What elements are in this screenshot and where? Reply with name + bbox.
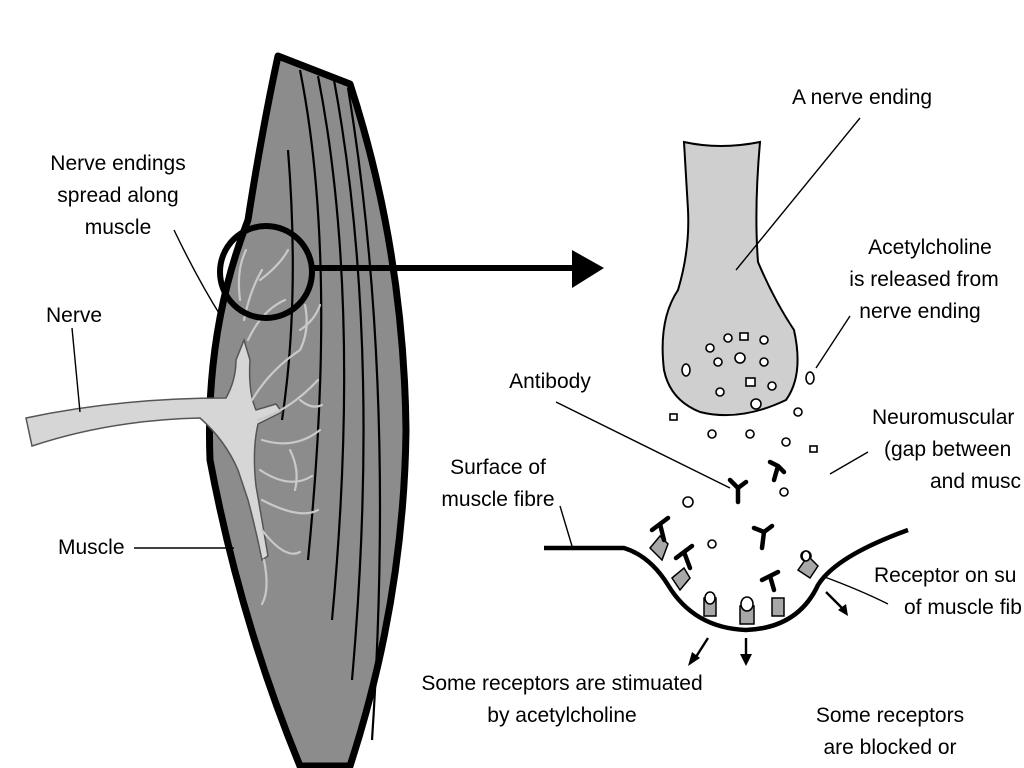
antibodies: [649, 459, 787, 593]
label-nerve-endings-3: muscle: [85, 216, 152, 239]
leader-ach: [815, 315, 851, 369]
label-nmj-1: Neuromuscular: [872, 406, 1014, 429]
label-nmj-2: (gap between: [884, 438, 1011, 461]
label-surface-1: Surface of: [450, 456, 546, 479]
zoom-arrow-head: [572, 250, 604, 288]
label-surface-2: muscle fibre: [441, 488, 554, 511]
label-a-nerve-ending: A nerve ending: [792, 86, 932, 109]
vesicles-inside: [681, 332, 777, 410]
receptors: [648, 534, 819, 625]
leader-antibody: [555, 401, 731, 489]
right-labels: A nerve ending Acetylcholine is released…: [421, 86, 1022, 759]
label-nerve-endings-1: Nerve endings: [50, 152, 185, 175]
label-muscle: Muscle: [58, 536, 125, 559]
label-nmj-3: and musc: [930, 470, 1021, 493]
leader-surface: [559, 505, 573, 547]
muscle-membrane: [544, 527, 909, 633]
junction-illustration: [544, 140, 909, 666]
muscle-illustration: [25, 52, 604, 768]
label-stimulated-2: by acetylcholine: [487, 704, 636, 727]
leader-nerve: [71, 327, 81, 413]
label-receptor-1: Receptor on su: [874, 564, 1016, 587]
label-nerve: Nerve: [46, 304, 102, 327]
leader-nerve-endings: [173, 229, 223, 319]
muscle-fibres: [280, 69, 382, 741]
leader-receptor: [821, 575, 889, 605]
muscle-body: [206, 52, 410, 768]
left-labels: Nerve endings spread along muscle Nerve …: [46, 152, 234, 559]
label-ach-2: is released from: [849, 268, 998, 291]
signal-arrows: [688, 591, 848, 666]
leader-nmj: [829, 451, 869, 475]
label-nerve-endings-2: spread along: [57, 184, 178, 207]
label-blocked-1: Some receptors: [816, 704, 964, 727]
nerve-trunk: [25, 337, 284, 562]
label-blocked-2: are blocked or: [823, 736, 956, 759]
label-antibody: Antibody: [509, 370, 591, 393]
zoom-circle: [217, 223, 315, 321]
label-ach-1: Acetylcholine: [868, 236, 992, 259]
label-receptor-2: of muscle fib: [904, 596, 1022, 619]
leader-a-nerve-ending: [735, 117, 861, 271]
label-stimulated-1: Some receptors are stimuated: [421, 672, 702, 695]
label-ach-3: nerve ending: [859, 300, 980, 323]
nerve-ending-bulb: [661, 140, 799, 417]
